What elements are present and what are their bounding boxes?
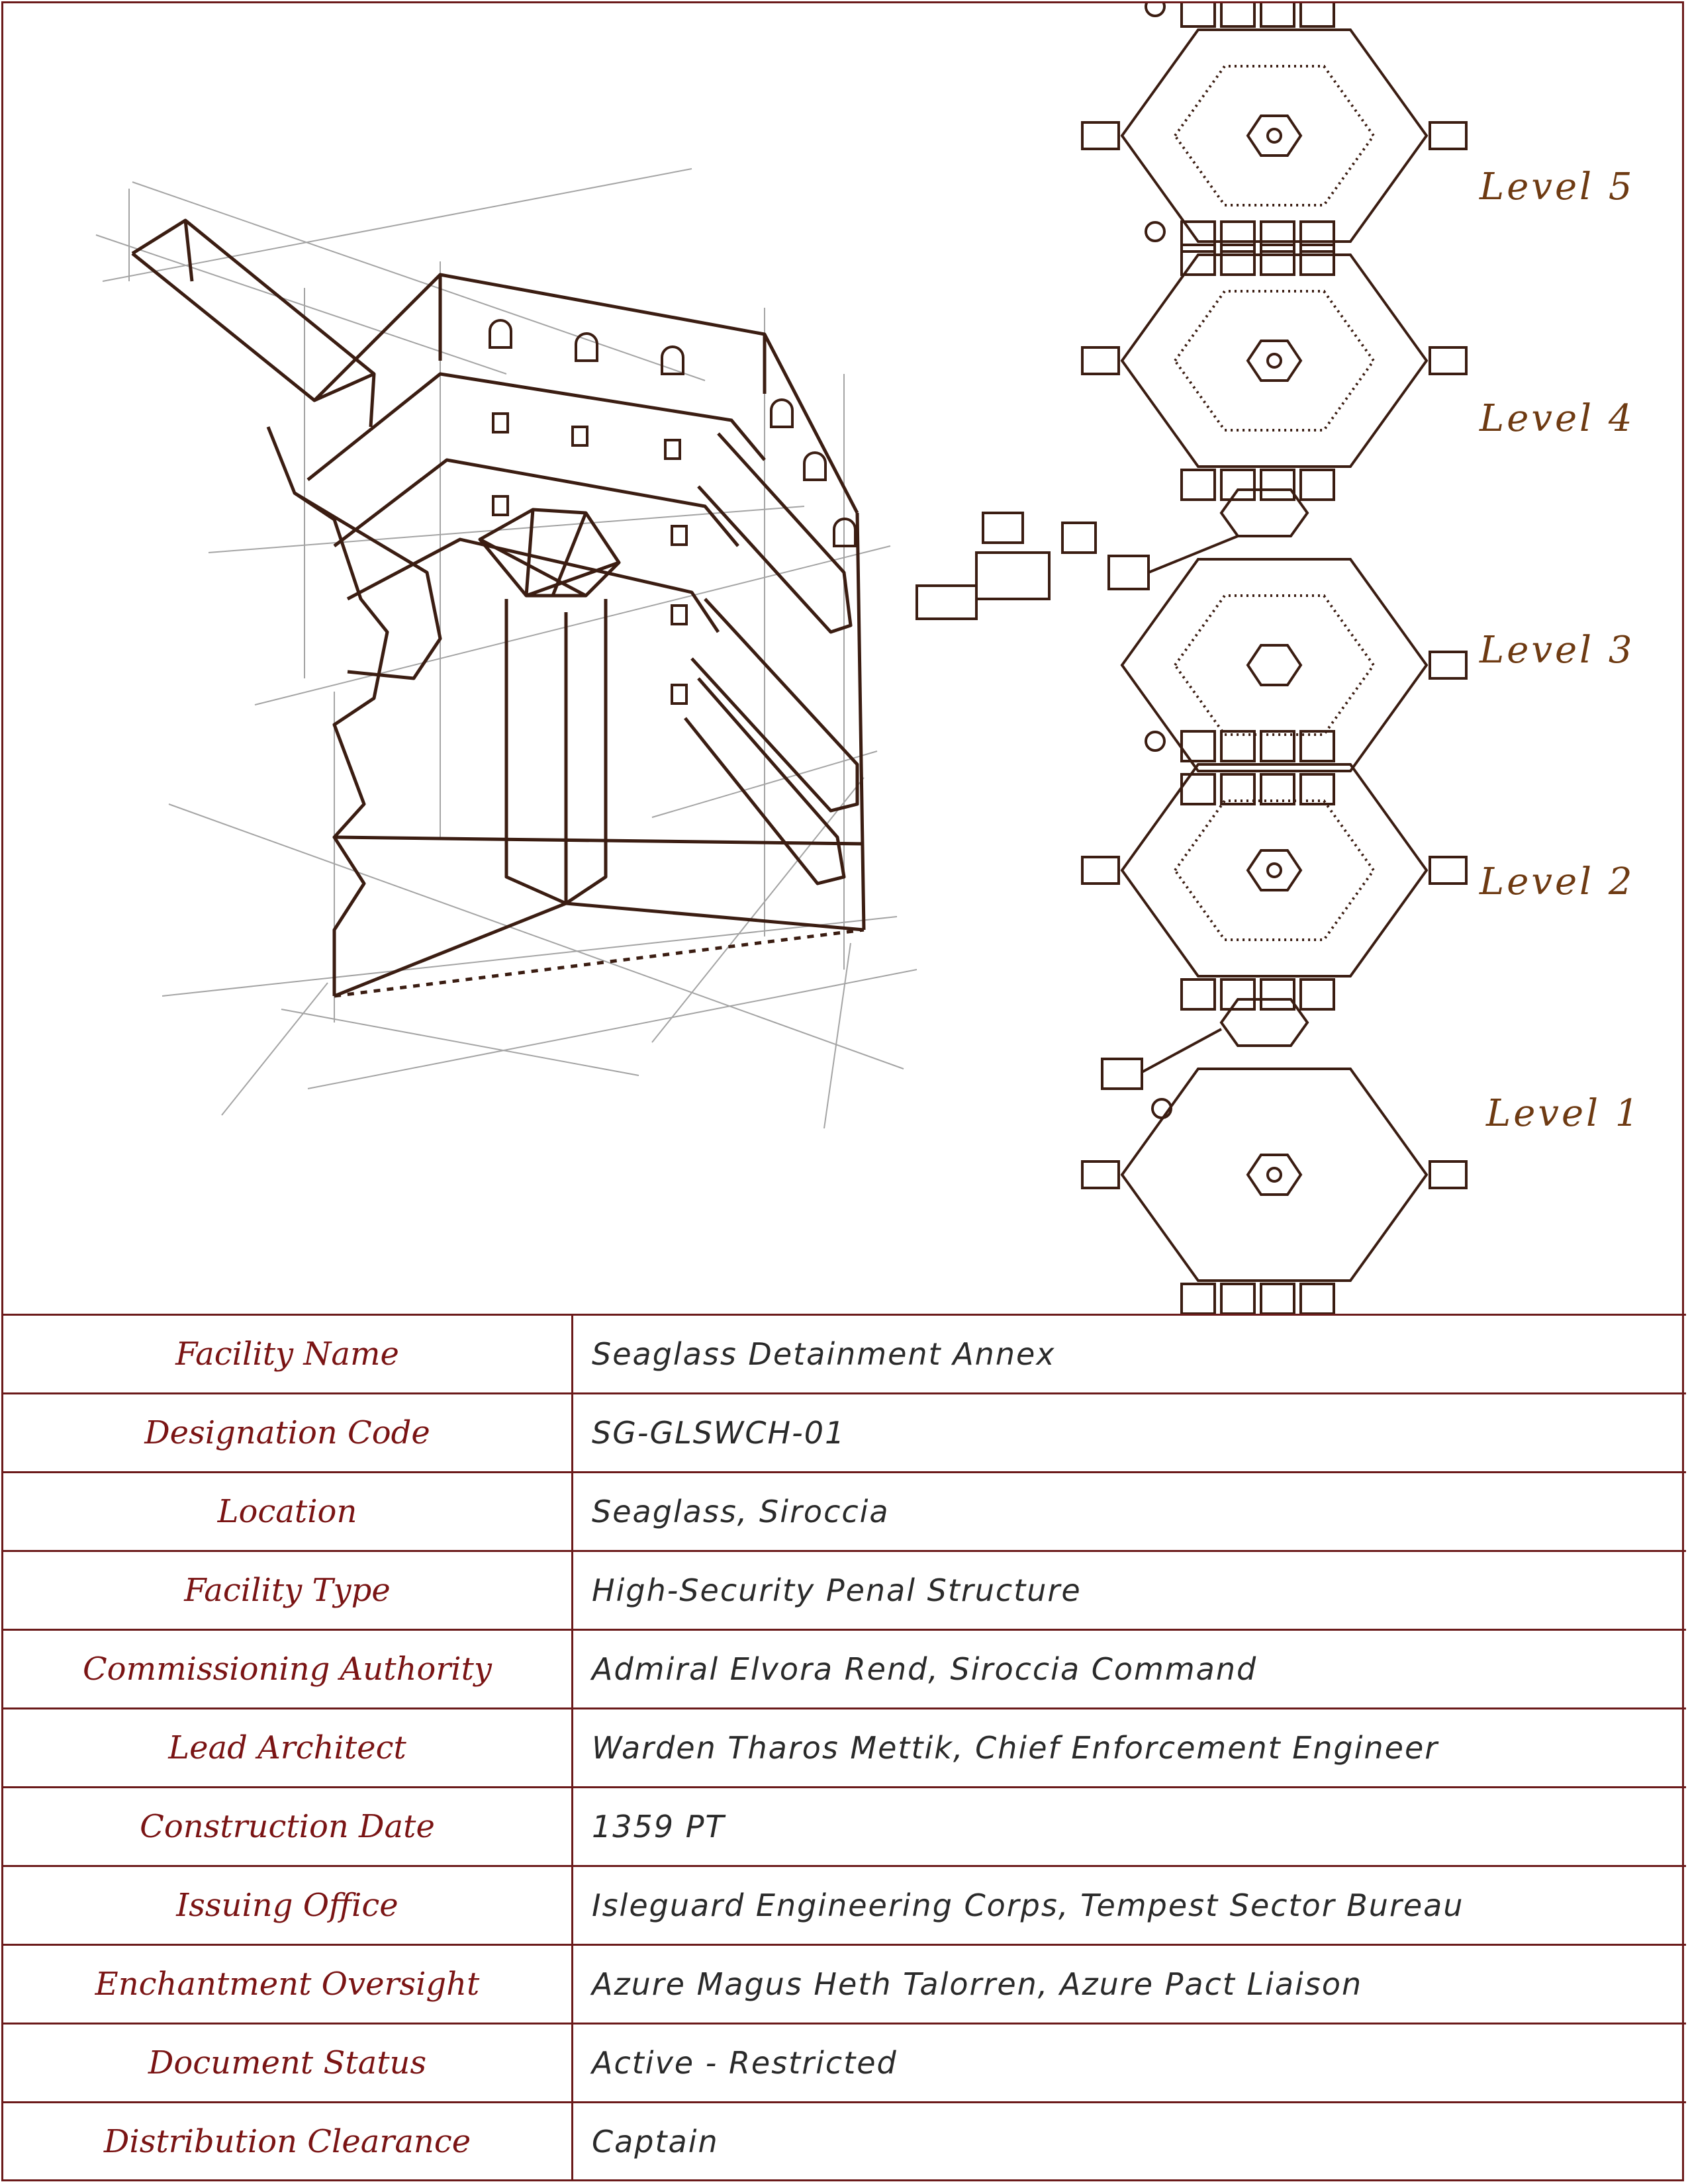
level-5-label: Level 5: [1479, 165, 1635, 208]
blueprint-drawing: Level 5 Level 4 Level 3 Level 2 Level 1: [3, 3, 1686, 1314]
row-value: SG-GLSWCH-01: [572, 1392, 1686, 1473]
row-label: Designation Code: [3, 1392, 573, 1473]
row-value: Admiral Elvora Rend, Siroccia Command: [572, 1629, 1686, 1709]
row-label: Commissioning Authority: [3, 1629, 573, 1709]
row-value: 1359 PT: [572, 1786, 1686, 1866]
isometric-prison-sketch: [95, 168, 917, 1128]
row-label: Construction Date: [3, 1786, 573, 1866]
row-value: Seaglass Detainment Annex: [572, 1314, 1686, 1394]
row-label: Enchantment Oversight: [3, 1944, 573, 2024]
row-value: Azure Magus Heth Talorren, Azure Pact Li…: [572, 1944, 1686, 2024]
row-value: High-Security Penal Structure: [572, 1550, 1686, 1630]
level-4-plan: [1081, 220, 1468, 501]
level-1-plan: [1081, 998, 1468, 1314]
level-4-label: Level 4: [1479, 397, 1635, 440]
row-value: Captain: [572, 2101, 1686, 2180]
row-label: Lead Architect: [3, 1707, 573, 1788]
row-value: Seaglass, Siroccia: [572, 1471, 1686, 1551]
level-3-plan: [915, 488, 1468, 805]
row-label: Document Status: [3, 2023, 573, 2103]
row-value: Warden Tharos Mettik, Chief Enforcement …: [572, 1707, 1686, 1788]
row-value: Isleguard Engineering Corps, Tempest Sec…: [572, 1865, 1686, 1945]
row-label: Issuing Office: [3, 1865, 573, 1945]
level-3-label: Level 3: [1479, 629, 1635, 672]
level-2-label: Level 2: [1479, 860, 1635, 903]
row-label: Location: [3, 1471, 573, 1551]
row-value: Active - Restricted: [572, 2023, 1686, 2103]
level-1-label: Level 1: [1486, 1092, 1642, 1135]
level-2-plan: [1081, 730, 1468, 1011]
row-label: Distribution Clearance: [3, 2101, 573, 2180]
row-label: Facility Type: [3, 1550, 573, 1630]
level-5-plan: [1081, 3, 1468, 276]
row-label: Facility Name: [3, 1314, 573, 1394]
